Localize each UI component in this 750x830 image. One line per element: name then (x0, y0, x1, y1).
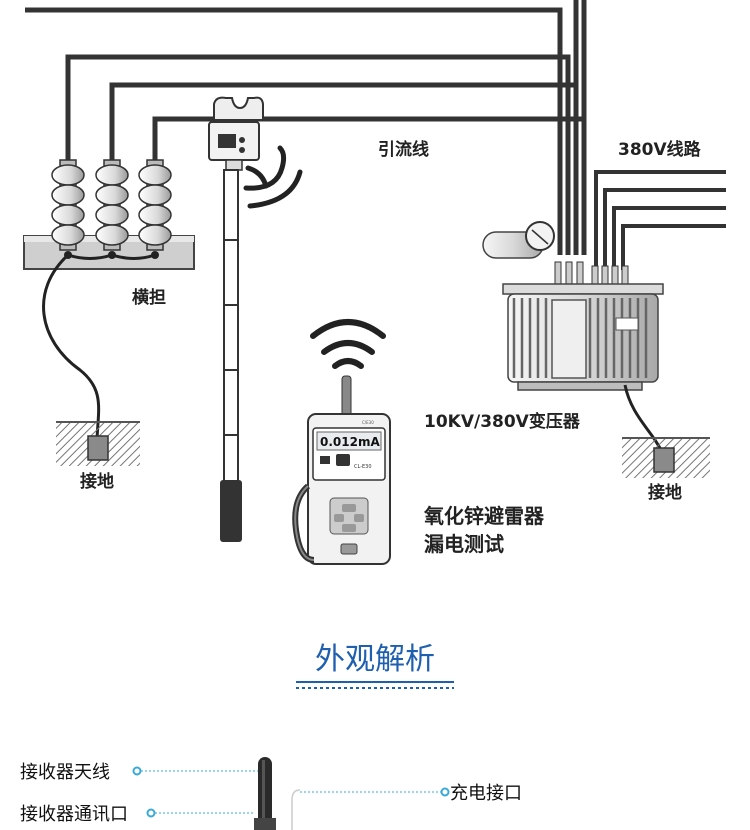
label-380v-line: 380V线路 (618, 139, 702, 160)
wireless-wave-icon (243, 145, 303, 209)
label-ground-right: 接地 (648, 482, 682, 503)
transformer (482, 221, 664, 391)
arrester-right (138, 159, 172, 251)
clamp-sensor (208, 96, 264, 171)
device-body-edge (291, 789, 301, 830)
device-antenna (254, 757, 276, 830)
overhead-lines (25, 0, 587, 255)
label-transformer: 10KV/380V变压器 (424, 411, 581, 432)
ground-block-left (56, 421, 140, 466)
line-phase-c (109, 82, 579, 255)
callout-antenna-pointer (132, 766, 258, 776)
arrester-left (51, 159, 85, 251)
label-product-line2: 漏电测试 (424, 532, 504, 556)
ground-wire-left (42, 253, 101, 441)
callout-comm-port-label: 接收器通讯口 (20, 804, 128, 825)
meter-reading: 0.012mA (320, 435, 380, 449)
label-product-line1: 氧化锌避雷器 (423, 504, 545, 528)
leakage-meter: 0.012mA CL-E30 C/E30 (292, 375, 391, 565)
wireless-signal-icon (310, 319, 386, 369)
line-380v-group (594, 170, 726, 270)
insulated-pole (220, 169, 242, 542)
line-phase-b (65, 54, 571, 255)
callout-charge-port-label: 充电接口 (450, 783, 522, 804)
label-crossarm: 横担 (132, 287, 166, 308)
section-title: 外观解析 (315, 642, 435, 677)
callout-antenna-label: 接收器天线 (20, 762, 110, 783)
callout-charge-port-pointer (300, 787, 450, 797)
arrester-middle (95, 159, 129, 251)
meter-model: CL-E30 (354, 464, 372, 470)
label-ground-left: 接地 (80, 471, 114, 492)
meter-top-text: C/E30 (362, 420, 374, 425)
callout-comm-port-pointer (146, 808, 254, 818)
lead-wire (152, 116, 587, 255)
section-title-underline (296, 681, 454, 689)
ground-block-right (622, 437, 710, 478)
label-lead-wire: 引流线 (378, 139, 429, 160)
line-phase-a (25, 7, 563, 255)
